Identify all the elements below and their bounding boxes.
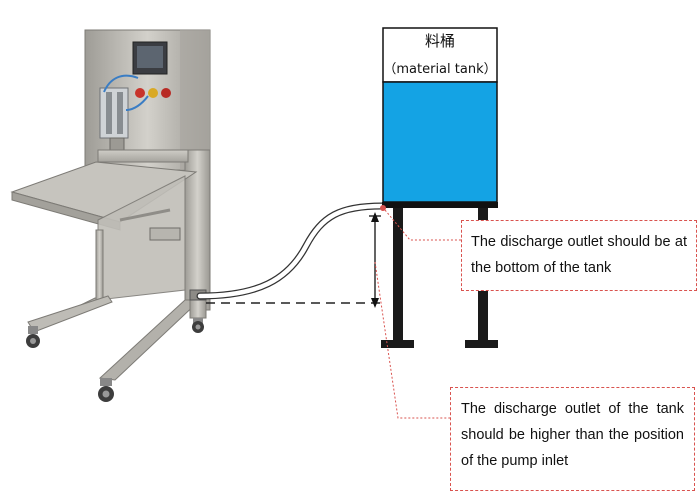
leader-line-bottom [374,261,450,419]
hose [196,202,386,300]
tank-label-chinese: 料桶 [424,32,455,50]
filling-machine-icon [10,29,211,402]
callout-outlet-higher-text: The discharge outlet of the tank should … [461,401,684,469]
control-screen-icon [132,41,168,75]
yellow-button-icon [148,88,158,98]
pneumatic-valve-icon [99,74,149,155]
callout-outlet-bottom-text: The discharge outlet should be at the bo… [471,234,687,276]
tank-label-english: （material tank） [383,62,497,77]
caster-wheel-icon [26,326,40,348]
discharge-outlet-icon [380,205,386,211]
red-knob-icon [161,88,171,98]
callout-outlet-higher: The discharge outlet of the tank should … [450,387,695,491]
callout-outlet-bottom: The discharge outlet should be at the bo… [461,220,697,291]
red-button-icon [135,88,145,98]
arrow-up-icon [371,212,379,222]
caster-wheel-icon [98,378,114,402]
caster-wheel-icon [192,318,204,333]
arrow-down-icon [371,298,379,308]
leader-line-top [384,209,461,241]
